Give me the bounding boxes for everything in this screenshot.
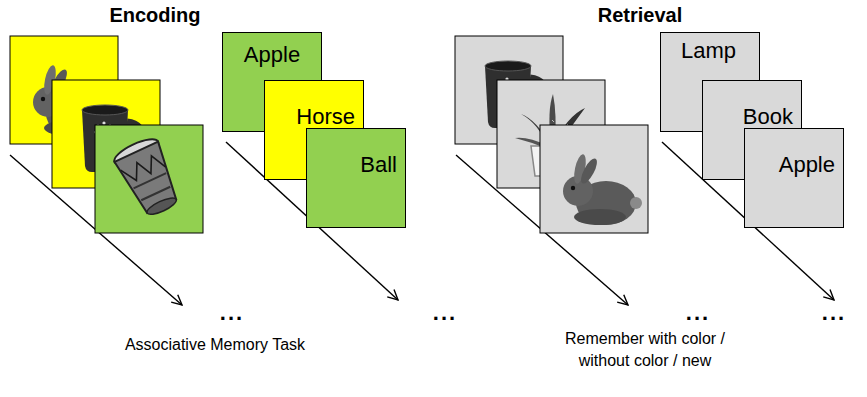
panel-title: Encoding [85, 4, 225, 27]
word-label: Book [743, 105, 793, 129]
picture-card [95, 125, 203, 233]
word-label: Lamp [681, 39, 736, 63]
task-caption: Remember with color / without color / ne… [545, 328, 745, 371]
word-label: Horse [296, 105, 355, 129]
ellipsis: ... [808, 300, 860, 326]
ellipsis: ... [206, 300, 258, 326]
word-label: Apple [244, 43, 300, 67]
ellipsis: ... [419, 300, 471, 326]
ellipsis: ... [672, 300, 724, 326]
task-caption: Associative Memory Task [95, 334, 335, 356]
word-card: Ball [306, 128, 406, 228]
word-label: Ball [360, 153, 397, 177]
panel-title: Retrieval [570, 4, 710, 27]
word-label: Apple [779, 153, 835, 177]
word-card: Apple [744, 128, 844, 228]
picture-card [540, 125, 648, 233]
